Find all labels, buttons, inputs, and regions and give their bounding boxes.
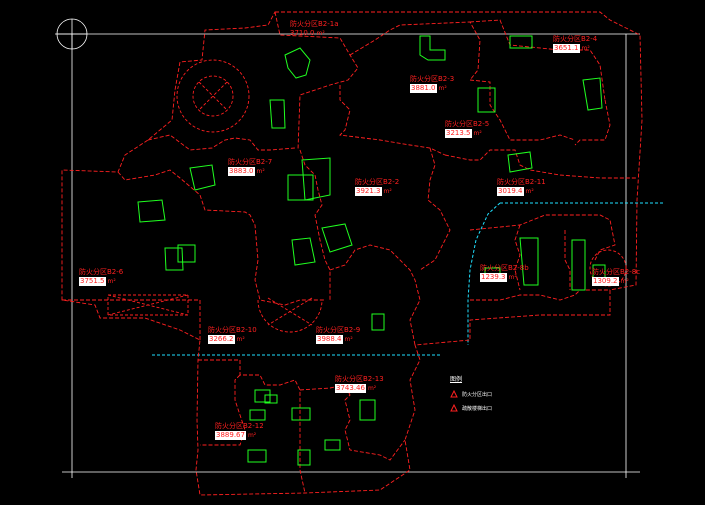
zone-b2-12: 防火分区B2-12 3889.67 m² [215,422,264,440]
zone-area: 3213.5 [445,129,472,138]
zone-unit: m² [508,274,517,281]
zone-name: 防火分区B2-11 [497,178,546,186]
zone-unit: m² [525,188,534,195]
legend-item: 疏散楼梯出口 [450,404,492,412]
legend-item: 防火分区出口 [450,390,492,398]
legend-item-label: 防火分区出口 [462,391,493,398]
axis-lines [152,202,665,356]
zone-b2-3: 防火分区B2-3 3881.0 m² [410,75,454,93]
zone-unit: m² [383,188,392,195]
zone-b2-9: 防火分区B2-9 3988.4 m² [316,326,360,344]
zone-name: 防火分区B2-6 [79,268,124,276]
zone-name: 防火分区B2-8c [592,268,641,276]
zone-b2-6: 防火分区B2-6 3751.5 m² [79,268,123,286]
zone-b2-4: 防火分区B2-4 3651.1 m² [553,35,597,53]
zone-area: 3921.3 [355,187,382,196]
zone-area: 3988.4 [316,335,343,344]
zone-name: 防火分区B2-5 [445,120,490,128]
zone-unit: m² [316,30,325,37]
zone-b2-11: 防火分区B2-11 3019.4 m² [497,178,546,196]
zone-unit: m² [620,278,629,285]
zone-b2-1a: 防火分区B2-1a 3710.0 m² [290,20,339,38]
zone-name: 防火分区B2-8b [480,264,529,272]
zone-area: 3881.0 [410,84,437,93]
zone-name: 防火分区B2-1a [290,20,339,28]
zone-name: 防火分区B2-7 [228,158,273,166]
legend-title: 图例 [450,376,463,383]
drawing-frame [55,18,640,478]
zone-area: 3019.4 [497,187,524,196]
triangle-icon [450,390,458,398]
zone-area: 3743.46 [335,384,366,393]
triangle-icon [450,404,458,412]
zone-boundaries [61,11,643,496]
zone-unit: m² [107,278,116,285]
legend-item-label: 疏散楼梯出口 [462,405,493,412]
zone-area: 3883.0 [228,167,255,176]
zone-b2-10: 防火分区B2-10 3266.2 m² [208,326,257,344]
zone-b2-13: 防火分区B2-13 3743.46 m² [335,375,384,393]
zone-area: 3266.2 [208,335,235,344]
zone-unit: m² [256,168,265,175]
zone-area: 3889.67 [215,431,246,440]
zone-name: 防火分区B2-12 [215,422,264,430]
zone-area: 1239.3 [480,273,507,282]
zone-area: 3710.0 [290,29,315,37]
zone-b2-8b: 防火分区B2-8b 1239.3 m² [480,264,529,282]
zone-unit: m² [473,130,482,137]
zone-name: 防火分区B2-2 [355,178,400,186]
zone-b2-8c: 防火分区B2-8c 1309.2 m² [592,268,640,286]
zone-area: 3751.5 [79,277,106,286]
zone-area: 3651.1 [553,44,580,53]
zone-unit: m² [247,432,257,439]
stair-cores [137,35,606,466]
zone-name: 防火分区B2-3 [410,75,455,83]
zone-name: 防火分区B2-10 [208,326,257,334]
zone-name: 防火分区B2-9 [316,326,361,334]
zone-unit: m² [581,45,590,52]
ramp-circles [107,59,627,333]
zone-unit: m² [367,385,377,392]
zone-b2-5: 防火分区B2-5 3213.5 m² [445,120,489,138]
zone-b2-2: 防火分区B2-2 3921.3 m² [355,178,399,196]
zone-b2-7: 防火分区B2-7 3883.0 m² [228,158,272,176]
zone-unit: m² [344,336,353,343]
legend: 图例 防火分区出口 疏散楼梯出口 [450,376,492,412]
zone-area: 1309.2 [592,277,619,286]
zone-unit: m² [236,336,245,343]
zone-unit: m² [438,85,447,92]
zone-name: 防火分区B2-13 [335,375,384,383]
zone-name: 防火分区B2-4 [553,35,598,43]
